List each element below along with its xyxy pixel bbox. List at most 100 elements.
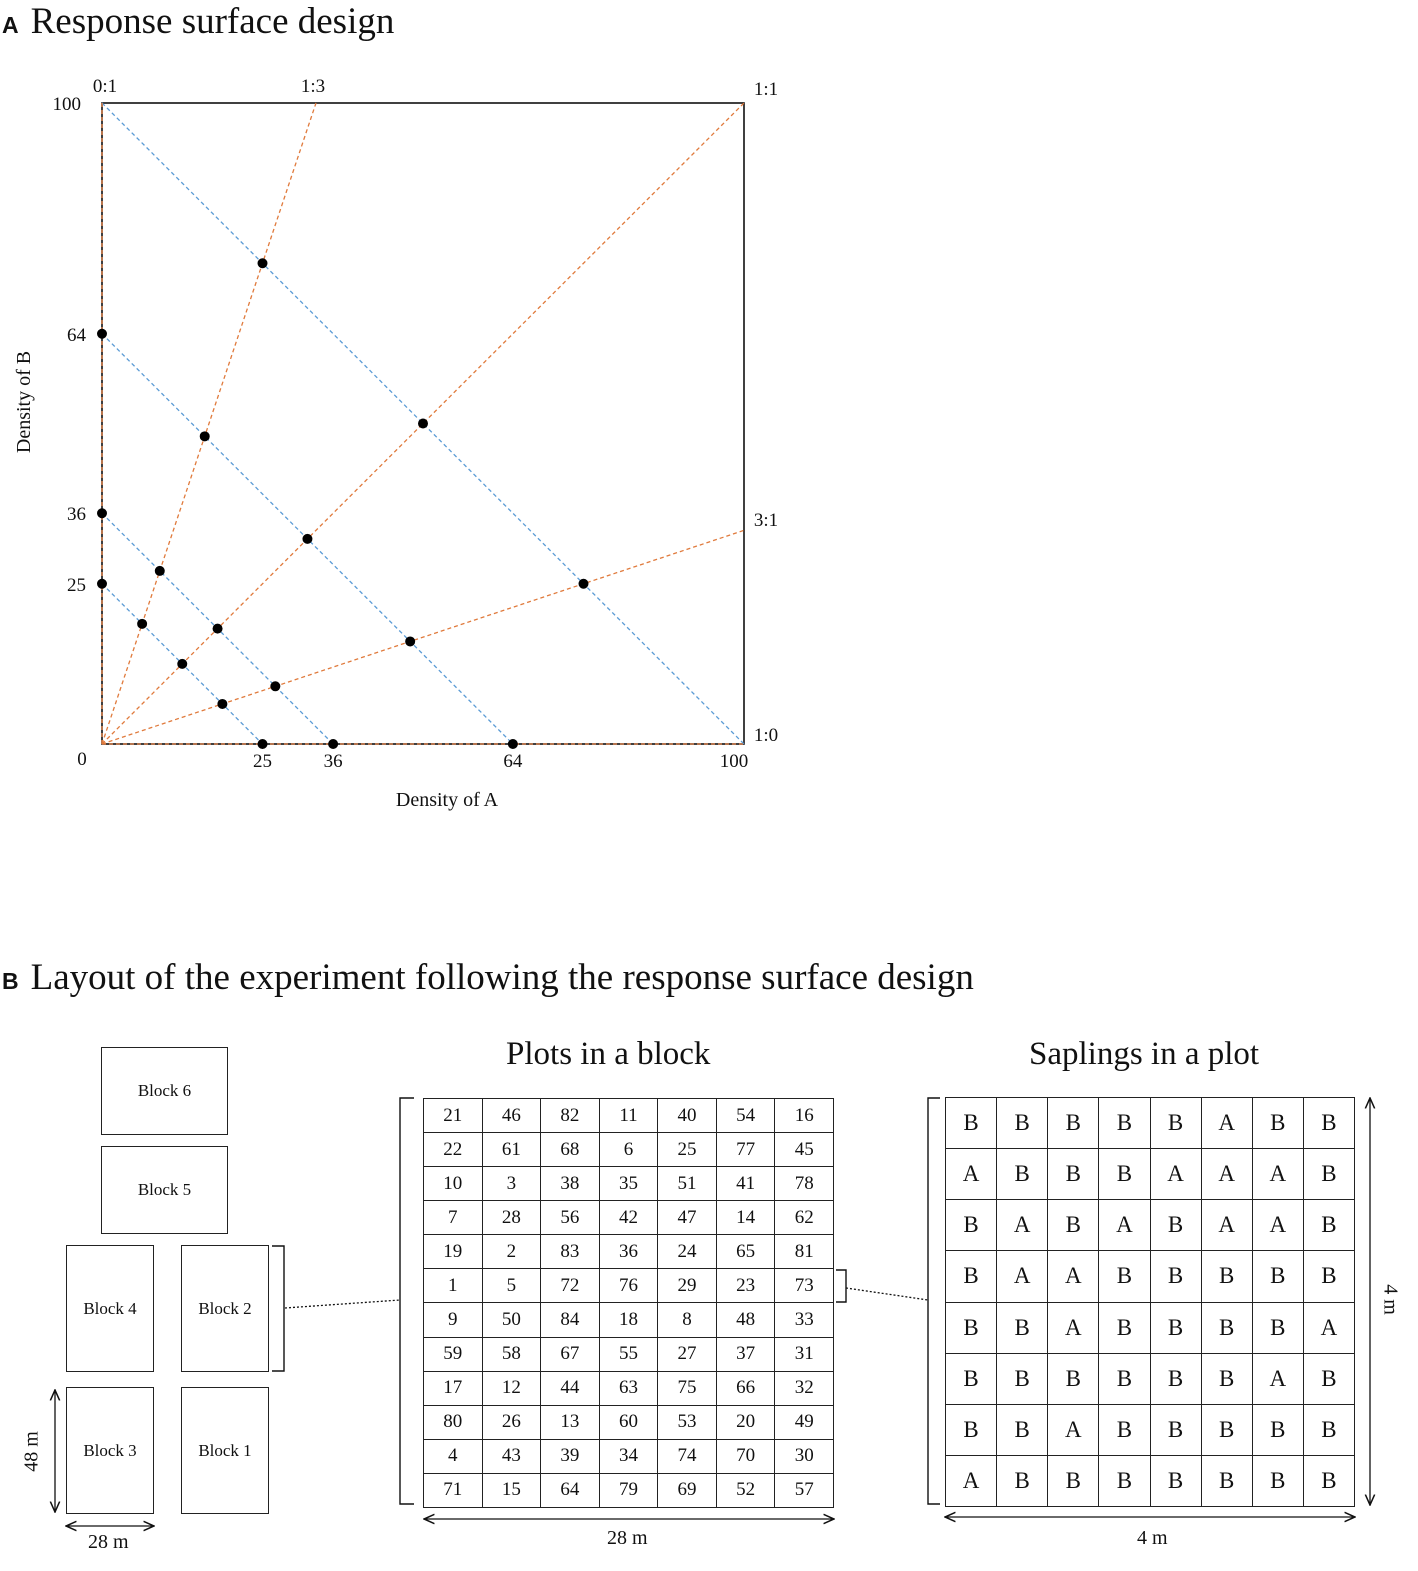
plot-cell: 46 [481, 1097, 542, 1134]
data-point [212, 623, 223, 634]
block-label: Block 4 [83, 1298, 137, 1318]
sapling-cell: A [944, 1148, 998, 1201]
block-4: Block 4 [66, 1245, 154, 1372]
plot-cell: 25 [657, 1132, 717, 1168]
row-bracket [836, 1269, 847, 1303]
plot-cell: 66 [715, 1370, 776, 1406]
sapling-cell: B [996, 1352, 1049, 1405]
y-tick-label: 64 [67, 325, 87, 346]
sapling-cell: B [1098, 1301, 1151, 1354]
plot-cell: 23 [715, 1268, 776, 1304]
panel-a-letter: A [2, 12, 19, 38]
x-axis-label: Density of A [396, 789, 499, 811]
sapling-cell: B [1149, 1403, 1202, 1456]
plot-cell: 15 [481, 1472, 542, 1509]
sapling-cell: B [1200, 1403, 1253, 1456]
plot-cell: 14 [715, 1200, 776, 1236]
sapling-cell: B [1251, 1096, 1304, 1150]
sapling-cell: B [1302, 1199, 1356, 1252]
sapling-cell: B [996, 1301, 1049, 1354]
sapling-cell: B [1251, 1454, 1304, 1508]
sapling-cell: B [1047, 1454, 1100, 1508]
plots-width-label: 28 m [607, 1527, 648, 1549]
sapling-cell: A [1200, 1199, 1253, 1252]
plot-cell: 17 [423, 1370, 483, 1406]
plot-cell: 74 [657, 1438, 717, 1474]
plot-cell: 42 [598, 1200, 659, 1236]
plot-cell: 20 [715, 1404, 776, 1440]
sapling-cell: B [1251, 1301, 1304, 1354]
plot-cell: 28 [481, 1200, 542, 1236]
data-point [217, 698, 228, 709]
plot-cell: 61 [481, 1132, 542, 1168]
sapling-cell: B [1200, 1352, 1253, 1405]
plot-cell: 4 [423, 1438, 483, 1474]
plot-cell: 38 [540, 1166, 600, 1202]
plot-cell: 39 [540, 1438, 600, 1474]
block-1: Block 1 [181, 1387, 269, 1514]
plot-cell: 50 [481, 1302, 542, 1338]
sapling-cell: B [1200, 1250, 1253, 1303]
plot-cell: 9 [423, 1302, 483, 1338]
plot-cell: 63 [598, 1370, 659, 1406]
sapling-cell: B [944, 1352, 998, 1405]
sapling-cell: B [1098, 1454, 1151, 1508]
plot-cell: 43 [481, 1438, 542, 1474]
sapling-cell: A [996, 1199, 1049, 1252]
plot-cell: 72 [540, 1268, 600, 1304]
sapling-cell: B [944, 1250, 998, 1303]
plot-cell: 68 [540, 1132, 600, 1168]
ratio-label: 1:1 [754, 79, 778, 100]
plot-cell: 55 [598, 1336, 659, 1372]
sapling-cell: B [1302, 1454, 1356, 1508]
data-point [177, 658, 188, 669]
plot-cell: 80 [423, 1404, 483, 1440]
origin-label: 0 [77, 749, 87, 770]
plot-cell: 24 [657, 1234, 717, 1270]
sapling-cell: B [1149, 1454, 1202, 1508]
data-point [199, 431, 210, 442]
plot-cell: 70 [715, 1438, 776, 1474]
plot-cell: 82 [540, 1097, 600, 1134]
saplings-width-label: 4 m [1137, 1527, 1168, 1549]
sapling-cell: B [944, 1096, 998, 1150]
plot-cell: 6 [598, 1132, 659, 1168]
x-tick-label: 100 [720, 751, 749, 772]
saplings-title: Saplings in a plot [1029, 1036, 1260, 1072]
data-point [137, 618, 148, 629]
data-point [154, 565, 165, 576]
data-point [328, 739, 339, 749]
sapling-cell: B [996, 1148, 1049, 1201]
block-label: Block 3 [83, 1440, 137, 1460]
plot-cell: 51 [657, 1166, 717, 1202]
plots-left-bracket [399, 1097, 414, 1505]
plot-cell: 36 [598, 1234, 659, 1270]
sapling-cell: B [1251, 1403, 1304, 1456]
sapling-cell: A [1302, 1301, 1356, 1354]
plot-cell: 52 [715, 1472, 776, 1509]
block-6: Block 6 [101, 1047, 228, 1135]
sapling-cell: A [1200, 1148, 1253, 1201]
plot-cell: 77 [715, 1132, 776, 1168]
sapling-cell: B [1251, 1250, 1304, 1303]
plot-cell: 60 [598, 1404, 659, 1440]
plot-cell: 73 [774, 1268, 834, 1304]
sapling-cell: A [996, 1250, 1049, 1303]
plot-cell: 54 [715, 1097, 776, 1134]
plot-cell: 71 [423, 1472, 483, 1509]
sapling-cell: B [1149, 1199, 1202, 1252]
